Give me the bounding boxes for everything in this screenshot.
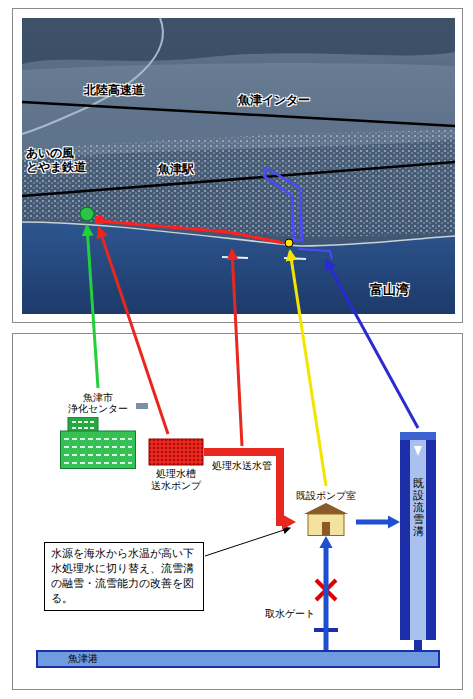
pipe-label: 取水ゲート xyxy=(264,608,316,620)
pump-house-roof xyxy=(304,503,348,514)
arrow-head xyxy=(282,514,296,529)
breakwater xyxy=(222,257,248,258)
pointer-arrow xyxy=(232,250,242,446)
pipe-route xyxy=(100,221,284,243)
pointer-arrow xyxy=(87,226,98,388)
pointer-arrow xyxy=(326,260,418,428)
photo-frame xyxy=(13,9,463,323)
channel-cap xyxy=(400,432,436,440)
treatment-plant-icon xyxy=(60,417,136,469)
building-windows xyxy=(72,422,94,428)
pipe-line xyxy=(414,640,422,650)
aerial-photo xyxy=(22,18,455,314)
pipe-connector xyxy=(418,640,419,650)
node-text: 水源を海水から水温が高い下水処理水に切り替え、流雪溝の融雪・流雪能力の改善を図る… xyxy=(51,547,197,606)
pointer-arrow xyxy=(99,228,168,434)
node-text: 魚津市 浄化センター xyxy=(60,392,136,415)
node-text: 処理水槽 送水ポンプ xyxy=(148,468,204,492)
tank-icon xyxy=(148,438,204,466)
node-text: 既設流雪溝 xyxy=(413,432,424,538)
callout-leader xyxy=(205,528,290,556)
harbor-outline xyxy=(298,249,332,259)
mountains xyxy=(22,18,455,64)
snow-channel: 既設流雪溝 xyxy=(400,432,436,640)
pointer-arrow xyxy=(290,251,326,486)
railway-line xyxy=(22,162,455,196)
snow-channel-outline xyxy=(264,168,302,240)
pipe-label: 処理水送水管 xyxy=(211,460,273,472)
plant-marker xyxy=(80,207,94,221)
map-label: 魚津インター xyxy=(238,93,310,107)
pipe-connector xyxy=(204,452,296,530)
pipe-line xyxy=(204,452,286,522)
pipe-connector xyxy=(136,406,148,407)
tank-body xyxy=(149,439,203,465)
pipe-connector xyxy=(356,515,400,528)
harbor-band: 魚津港 xyxy=(36,650,440,668)
pipe-connector xyxy=(319,536,332,650)
river xyxy=(22,18,163,134)
flow-mark xyxy=(414,446,422,456)
channel-water xyxy=(400,432,436,640)
arrow-head xyxy=(319,536,332,548)
node-text: 魚津港 xyxy=(68,653,434,665)
building-body xyxy=(61,431,136,469)
city-area xyxy=(22,130,455,237)
node-text: 既設ポンプ室 xyxy=(296,490,356,502)
pump-house-icon xyxy=(296,502,356,536)
map-label: 魚津駅 xyxy=(158,162,194,176)
pump-house-wall xyxy=(308,514,344,536)
pump-tank: 処理水槽 送水ポンプ xyxy=(148,438,204,492)
pump-house: 既設ポンプ室 xyxy=(296,490,356,536)
map-label: 富山湾 xyxy=(370,282,409,298)
callout-box: 水源を海水から水温が高い下水処理水に切り替え、流雪溝の融雪・流雪能力の改善を図る… xyxy=(44,542,204,611)
building-windows xyxy=(64,439,132,463)
arrow-head xyxy=(388,515,400,528)
map-label: 北陸高速道 xyxy=(84,83,144,97)
pump-marker xyxy=(285,239,293,247)
pipe-line xyxy=(324,544,329,650)
treatment-plant: 魚津市 浄化センター xyxy=(60,392,136,469)
breakwater xyxy=(284,258,306,259)
pump-house-door xyxy=(322,522,330,536)
channel-wall xyxy=(400,432,410,640)
pipe-line xyxy=(136,403,148,409)
pipe-line xyxy=(356,520,392,525)
tank-texture xyxy=(149,439,203,465)
map-label: あいの風 とやま鉄道 xyxy=(26,146,110,175)
tank-marker xyxy=(95,216,103,224)
channel-wall xyxy=(426,432,436,640)
